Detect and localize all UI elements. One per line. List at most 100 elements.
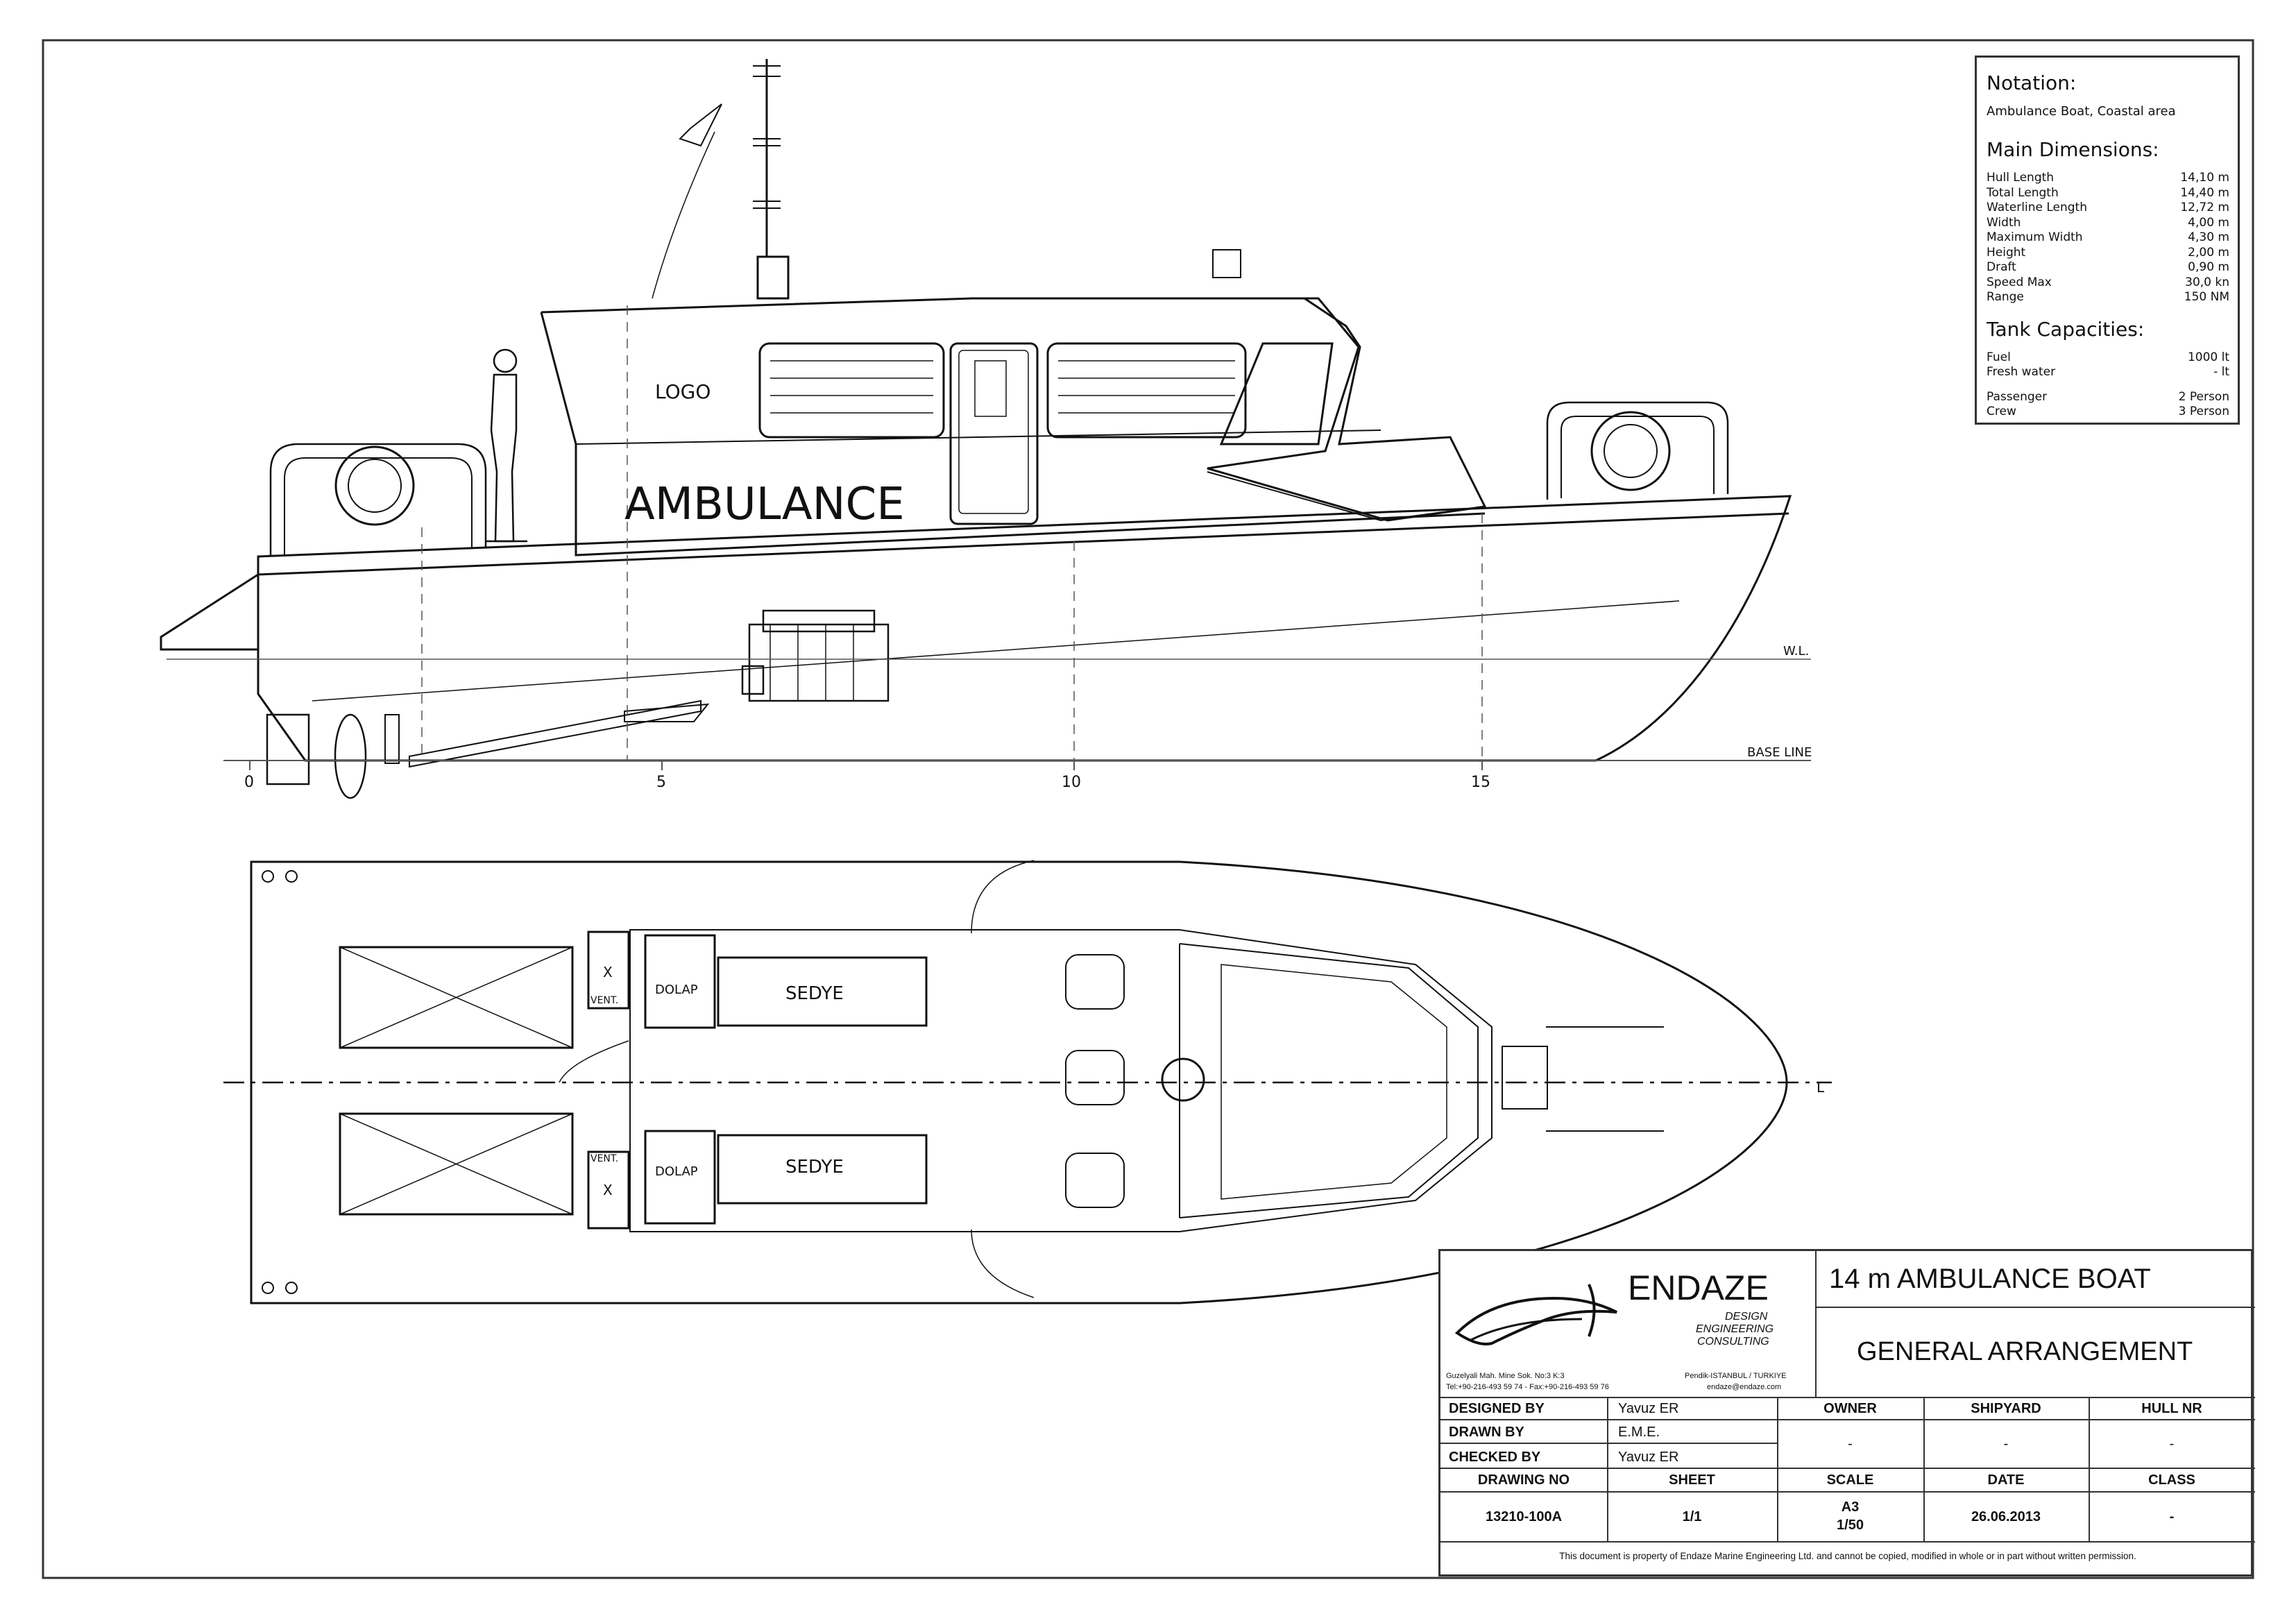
engine-block [741,609,890,702]
stretcher-label-1: SEDYE [785,983,844,1004]
stretcher-label-2: SEDYE [785,1157,844,1178]
baseline-label: BASE LINE [1747,745,1812,760]
drawn-by-label: DRAWN BY [1449,1425,1524,1440]
tank-row: Fresh water- lt [1987,365,2229,379]
disclaimer: This document is property of Endaze Mari… [1559,1551,2136,1561]
side-window-1 [758,342,945,439]
propeller-shaft [409,699,701,768]
company-tagline-2: ENGINEERING [1696,1323,1774,1335]
side-door [949,342,1039,525]
sheet-label: SHEET [1669,1472,1715,1488]
shipyard-value: - [2003,1436,2009,1452]
tank-title: Tank Capacities: [1987,317,2145,341]
mast-antennas [753,65,781,209]
vent-label-1: VENT. [590,995,618,1006]
project-title: 14 m AMBULANCE BOAT [1829,1264,2151,1294]
locker-label-2: DOLAP [655,1164,698,1179]
forward-rail [1546,401,1729,500]
frame-tick-10: 10 [1062,774,1081,791]
frame-tick-5: 5 [656,774,666,791]
aft-hatch-1 [339,946,574,1049]
notation-title: Notation: [1987,71,2077,94]
shipyard-label: SHIPYARD [1971,1400,2041,1416]
searchlight [1212,249,1241,278]
company-tagline-1: DESIGN [1725,1311,1768,1323]
hull-chine [312,600,1680,702]
swim-platform [160,573,259,651]
dimensions-title: Main Dimensions: [1987,138,2159,161]
checked-by-label: CHECKED BY [1449,1450,1541,1465]
propeller [334,713,367,799]
bollards [262,870,298,1294]
checked-by-value: Yavuz ER [1618,1450,1679,1465]
owner-value: - [1848,1436,1853,1452]
steering-wheel [1161,1057,1205,1102]
locker-label-1: DOLAP [655,983,698,997]
drawing-no-label: DRAWING NO [1477,1472,1570,1488]
stretcher-2 [717,1134,928,1205]
person-figure [486,348,527,543]
front-window [1219,342,1334,445]
vent-box-2 [587,1150,630,1230]
notation-class: Ambulance Boat, Coastal area [1987,104,2176,119]
designed-by-label: DESIGNED BY [1449,1401,1545,1416]
notation-panel: Notation: Ambulance Boat, Coastal area M… [1975,56,2240,425]
designed-by-value: Yavuz ER [1618,1401,1679,1416]
aft-hatch-2 [339,1112,574,1216]
stretcher-1 [717,956,928,1027]
address-left: Guzelyali Mah. Mine Sok. No:3 K:3 [1446,1372,1565,1380]
wheelhouse-front [1179,943,1479,1218]
title-block: ENDAZE DESIGN ENGINEERING CONSULTING Guz… [1438,1249,2255,1577]
vent-label-2: VENT. [590,1153,618,1164]
date-label: DATE [1987,1472,2025,1488]
seats [1065,954,1125,1208]
rudder [266,713,310,785]
waterline-label: W.L. [1783,644,1809,658]
drawing-title: GENERAL ARRANGEMENT [1857,1337,2193,1366]
scale-value: 1/50 [1837,1517,1864,1533]
cabin-outline [629,929,1493,1232]
hull-nr-value: - [2169,1436,2175,1452]
date-value: 26.06.2013 [1971,1509,2041,1524]
hull-lettering: AMBULANCE [624,479,905,530]
lifebuoy-aft [334,445,415,526]
locker-2 [644,1130,716,1225]
frame-ticks [249,760,1483,770]
company-tagline-3: CONSULTING [1697,1336,1769,1348]
phone-fax: Tel:+90-216-493 59 74 - Fax:+90-216-493 … [1446,1383,1609,1391]
profile-reference-lines [167,305,1811,770]
drawn-by-value: E.M.E. [1618,1425,1660,1440]
lifebuoy-forward [1590,411,1671,491]
side-window-2 [1046,342,1247,439]
company-name: ENDAZE [1628,1268,1769,1307]
hull-nr-label: HULL NR [2141,1400,2202,1416]
class-value: - [2169,1509,2175,1524]
class-label: CLASS [2148,1472,2195,1488]
vent-x-2: X [603,1182,613,1198]
scale-label: SCALE [1826,1472,1874,1488]
owner-label: OWNER [1823,1400,1877,1416]
scale-paper-value: A3 [1841,1499,1860,1515]
hull-deckline [257,512,1789,576]
frame-tick-15: 15 [1471,774,1490,791]
drawing-no-value: 13210-100A [1485,1509,1563,1524]
side-profile-view [160,59,1792,799]
vent-x-1: X [603,964,613,980]
hull-outline [257,495,1792,762]
email: endaze@endaze.com [1707,1383,1782,1391]
address-right: Pendik-ISTANBUL / TURKIYE [1685,1372,1787,1380]
drawing-frame [42,39,2254,1579]
logo-placeholder: LOGO [655,380,711,403]
